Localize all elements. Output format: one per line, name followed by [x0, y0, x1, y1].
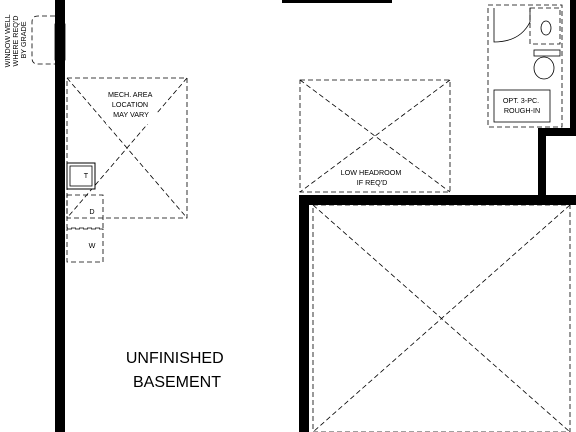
water-tank-label: T	[84, 171, 89, 180]
unfinished-basement-label-line-2: BASEMENT	[133, 374, 221, 391]
low-headroom-label-line-2: IF REQ'D	[357, 178, 388, 187]
garage-west-wall	[299, 195, 309, 432]
unfinished-basement-label-line-1: UNFINISHED	[126, 350, 224, 367]
mech-label-backdrop	[106, 88, 156, 124]
window-well-label-line-1: WINDOW WELL	[3, 14, 12, 67]
headroom-label-backdrop	[340, 165, 412, 189]
unfinished-basement-label: UNFINISHED BASEMENT	[126, 350, 228, 391]
rough-in-label-line-1: OPT. 3-PC.	[503, 96, 539, 105]
rough-in-area	[487, 4, 563, 128]
garage-area	[312, 204, 571, 432]
stair-west-wall	[538, 128, 546, 198]
low-headroom-label: LOW HEADROOM IF REQ'D	[341, 168, 404, 187]
rough-in-label: OPT. 3-PC. ROUGH-IN	[503, 96, 541, 115]
window-well-label-line-2: WHERE REQ'D	[11, 16, 20, 67]
low-headroom-label-line-1: LOW HEADROOM	[341, 168, 402, 177]
east-wall	[570, 0, 576, 136]
mech-area-label-line-2: LOCATION	[112, 100, 148, 109]
mech-area-label-line-3: MAY VARY	[113, 110, 149, 119]
stair-north-wall	[538, 128, 576, 136]
window-well	[31, 15, 66, 65]
dryer-label: D	[89, 207, 94, 216]
rough-in-label-line-2: ROUGH-IN	[504, 106, 540, 115]
dryer	[66, 194, 104, 229]
window-well-label-line-3: BY GRADE	[19, 21, 28, 58]
water-tank	[66, 162, 96, 190]
low-headroom-area	[299, 79, 451, 193]
mech-area-label-line-1: MECH. AREA	[108, 90, 153, 99]
north-wall-segment	[282, 0, 392, 3]
garage-north-wall	[299, 195, 576, 205]
west-wall	[55, 0, 65, 432]
window-well-label: WINDOW WELL WHERE REQ'D BY GRADE	[3, 13, 28, 68]
washer	[66, 228, 104, 263]
mech-area-label: MECH. AREA LOCATION MAY VARY	[108, 90, 154, 119]
washer-label: W	[89, 241, 96, 250]
